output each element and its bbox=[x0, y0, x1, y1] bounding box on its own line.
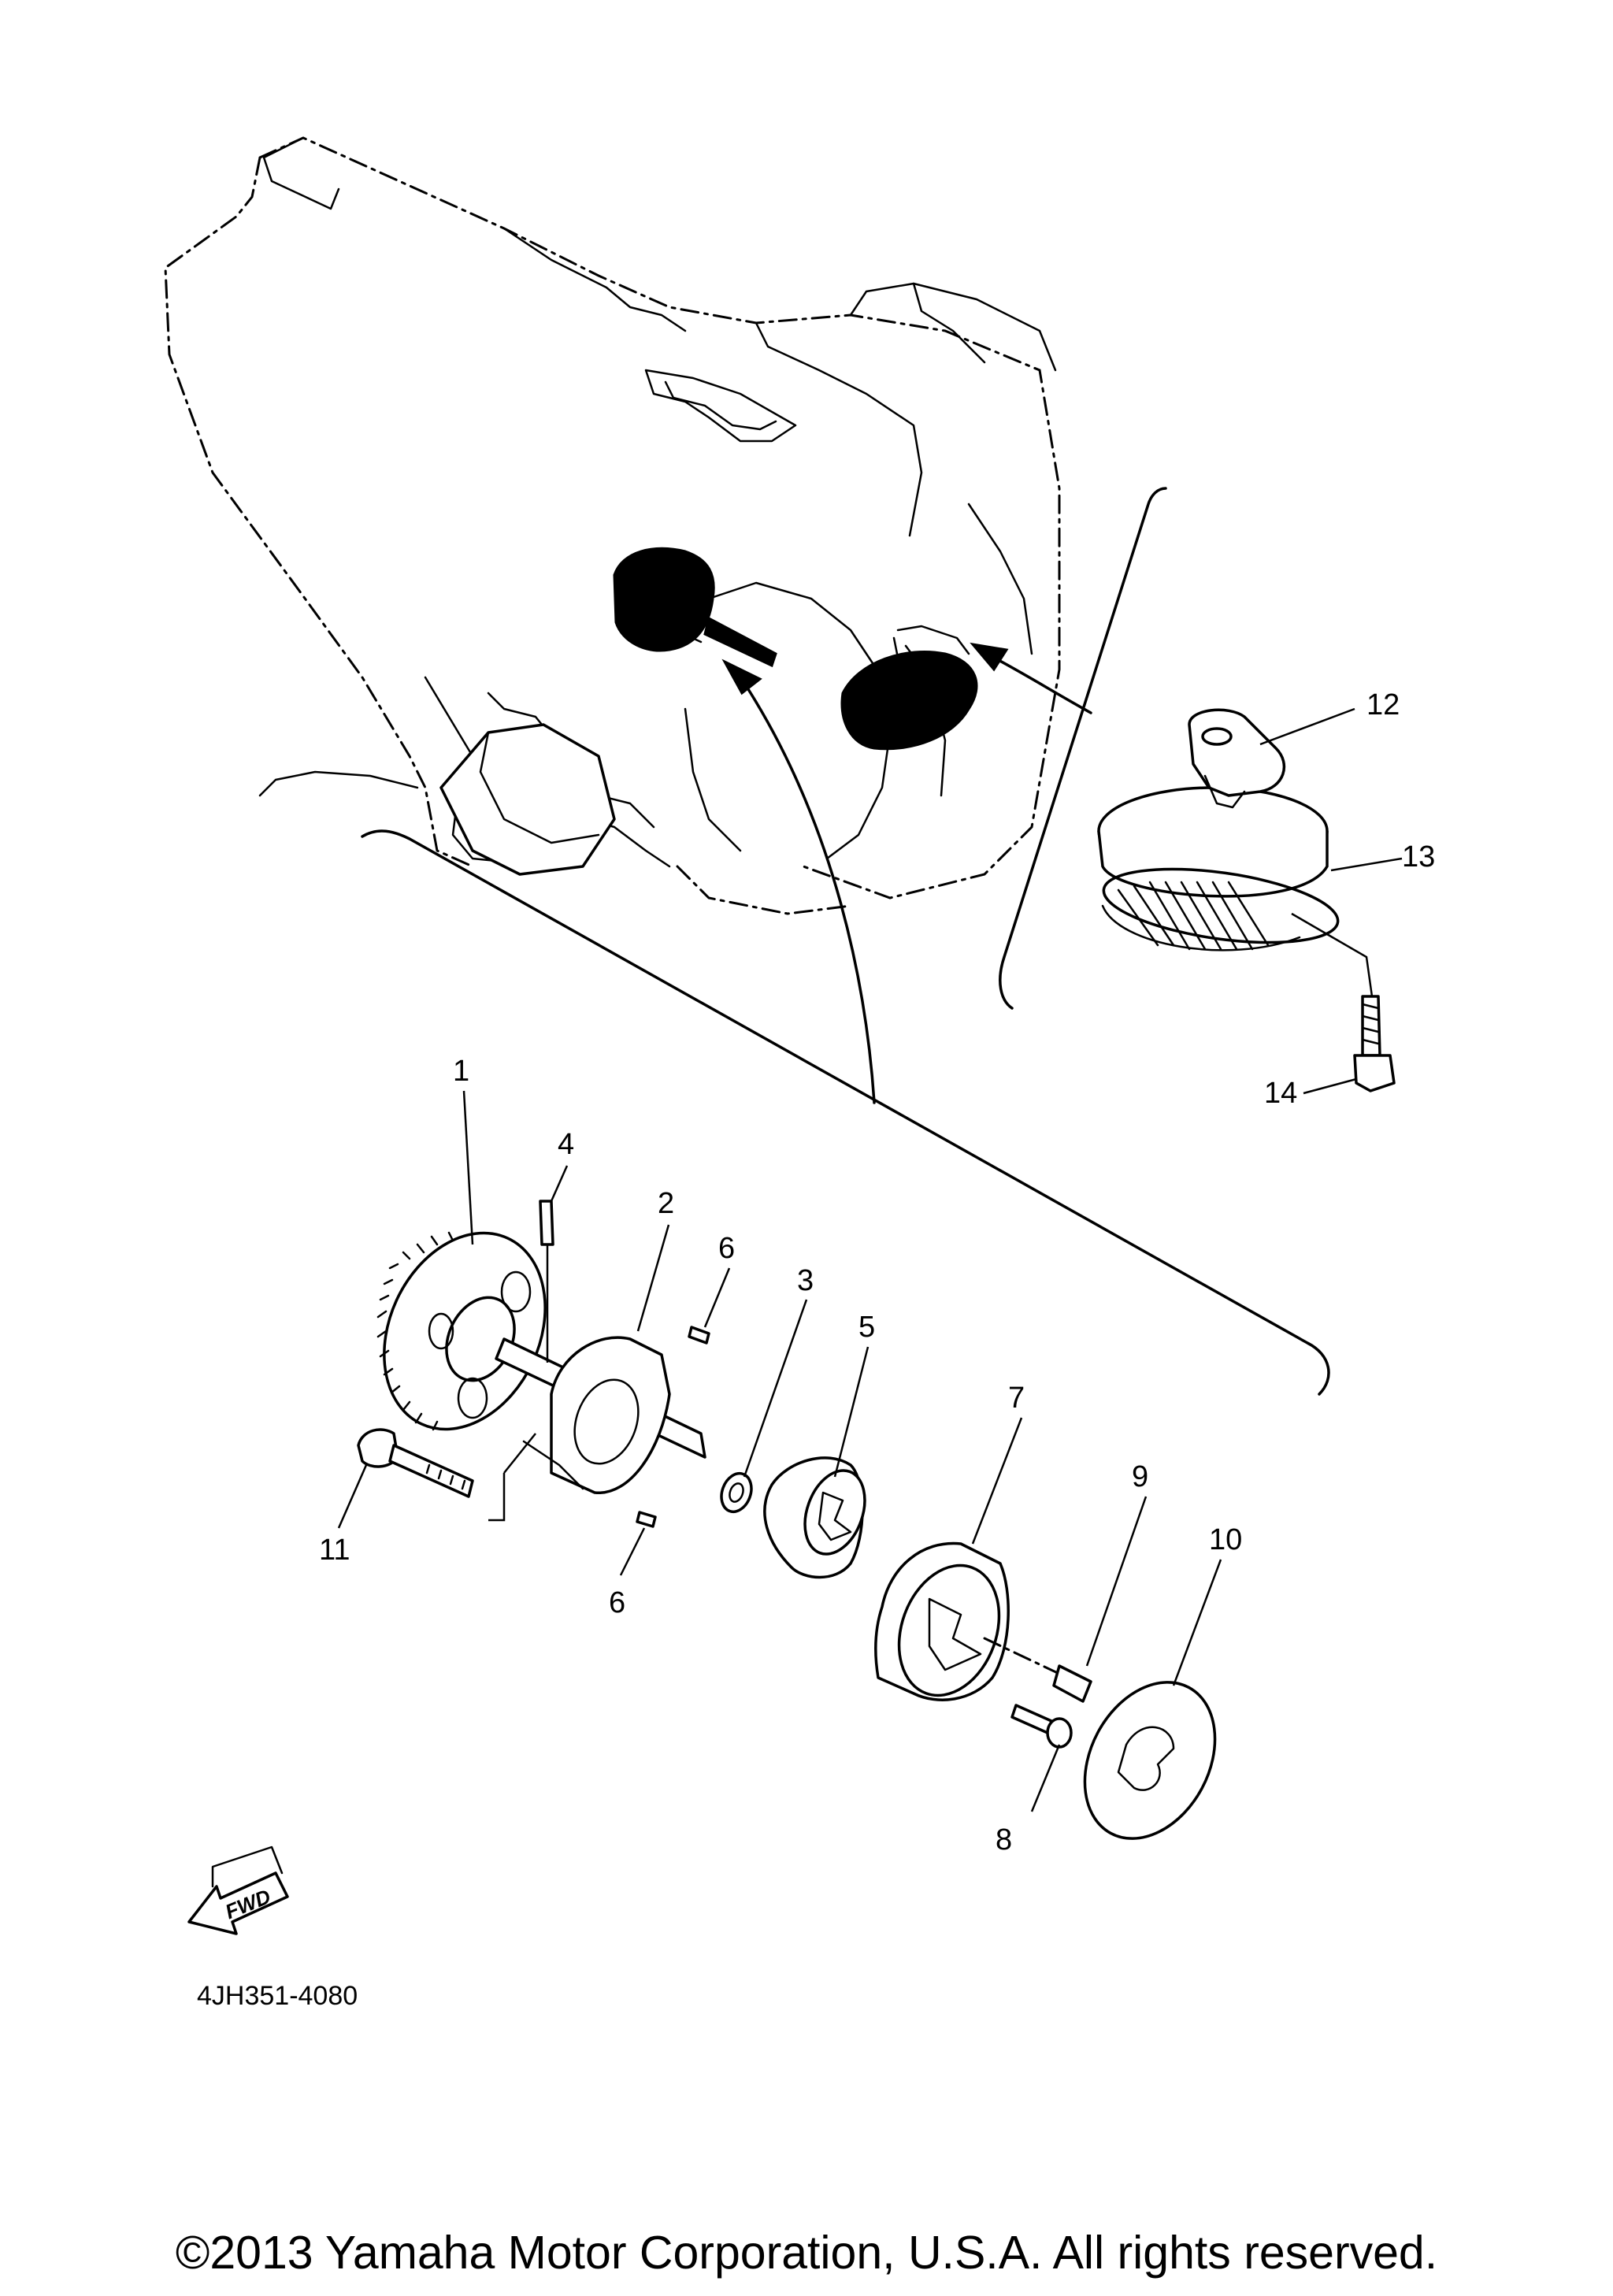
bolt-14 bbox=[1353, 995, 1396, 1092]
callout-3: 3 bbox=[797, 1264, 814, 1297]
dowel-pin-6a bbox=[688, 1326, 710, 1345]
pump-arrow bbox=[721, 658, 876, 1104]
diagram-code: 4JH351-4080 bbox=[197, 1981, 358, 2011]
callout-7: 7 bbox=[1008, 1382, 1025, 1415]
callout-9: 9 bbox=[1132, 1460, 1148, 1493]
leader-lines bbox=[337, 707, 1403, 1812]
plate-10 bbox=[1083, 1681, 1217, 1840]
pin-4 bbox=[539, 1200, 554, 1363]
callout-13: 13 bbox=[1402, 840, 1435, 874]
oil-strainer-12 bbox=[1097, 708, 1329, 898]
bolt-11 bbox=[357, 1428, 536, 1522]
screw-8 bbox=[1010, 1704, 1073, 1749]
callout-10: 10 bbox=[1209, 1523, 1242, 1556]
bracket-strainer bbox=[999, 487, 1167, 1010]
callout-11: 11 bbox=[319, 1534, 350, 1567]
callout-12: 12 bbox=[1366, 688, 1400, 721]
fwd-badge-label: FWD bbox=[222, 1884, 274, 1923]
pump-mount-location bbox=[613, 547, 777, 668]
washer-3 bbox=[720, 1471, 753, 1514]
callout-6a: 6 bbox=[718, 1232, 735, 1265]
callout-5: 5 bbox=[858, 1311, 875, 1344]
engine-crankcase-outline bbox=[164, 136, 1061, 915]
strainer-mount-location bbox=[840, 625, 978, 751]
copyright-notice: ©2013 Yamaha Motor Corporation, U.S.A. A… bbox=[175, 2227, 1438, 2279]
pump-cover-7 bbox=[873, 1541, 1010, 1701]
callout-8: 8 bbox=[996, 1823, 1012, 1856]
callout-1: 1 bbox=[453, 1055, 469, 1088]
bracket-pump bbox=[361, 829, 1330, 1396]
callout-labels: 1 2 3 4 5 6 6 7 8 9 10 11 12 13 14 bbox=[319, 688, 1435, 1856]
o-ring-13 bbox=[1101, 867, 1340, 951]
fwd-direction-arrow: FWD bbox=[187, 1845, 289, 1935]
callout-2: 2 bbox=[658, 1187, 674, 1220]
pump-body-2 bbox=[522, 1336, 671, 1494]
outer-rotor-5 bbox=[763, 1456, 866, 1579]
dowel-9 bbox=[983, 1637, 1092, 1703]
callout-4: 4 bbox=[558, 1128, 574, 1161]
dowel-pin-6b bbox=[636, 1511, 657, 1528]
callout-6b: 6 bbox=[609, 1586, 625, 1619]
callout-14: 14 bbox=[1264, 1077, 1297, 1110]
strainer-arrow bbox=[970, 642, 1092, 714]
crankshaft-stub bbox=[439, 723, 616, 876]
